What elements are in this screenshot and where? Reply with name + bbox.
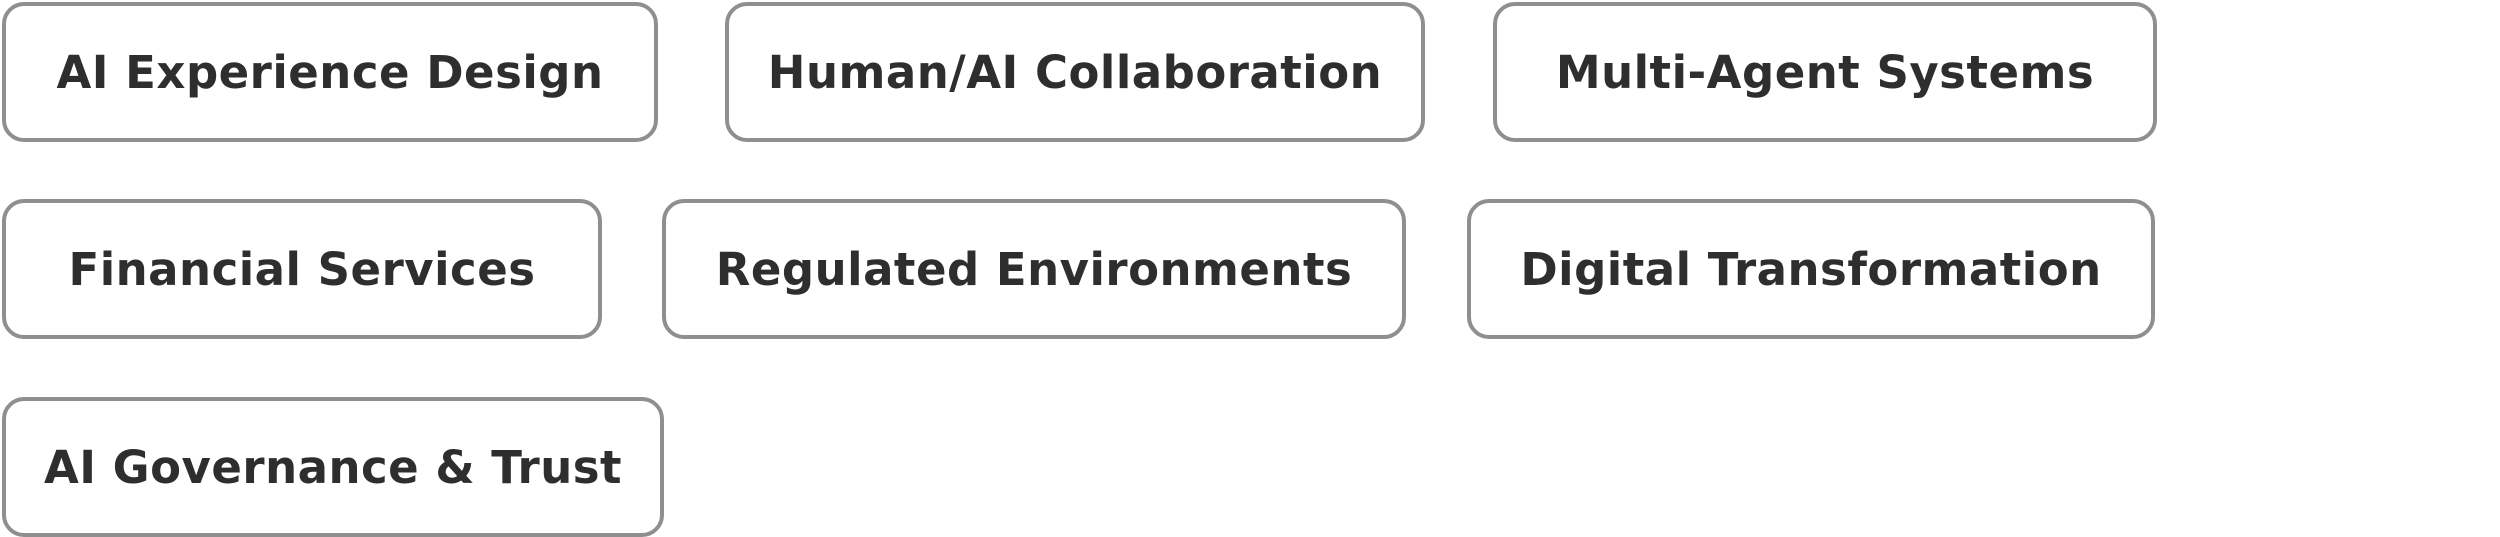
tag-regulated-environments[interactable]: Regulated Environments	[662, 199, 1406, 339]
tag-label: AI Experience Design	[56, 45, 604, 99]
tag-label: Multi-Agent Systems	[1555, 45, 2095, 99]
tag-digital-transformation[interactable]: Digital Transformation	[1467, 199, 2155, 339]
tag-ai-governance-trust[interactable]: AI Governance & Trust	[2, 397, 664, 537]
tag-label: Digital Transformation	[1520, 242, 2102, 296]
tag-multi-agent-systems[interactable]: Multi-Agent Systems	[1493, 2, 2157, 142]
tag-label: Human/AI Collaboration	[767, 45, 1383, 99]
tag-financial-services[interactable]: Financial Services	[2, 199, 602, 339]
tag-label: Regulated Environments	[715, 242, 1353, 296]
tag-label: Financial Services	[68, 242, 536, 296]
tag-human-ai-collaboration[interactable]: Human/AI Collaboration	[725, 2, 1425, 142]
tag-label: AI Governance & Trust	[43, 440, 623, 494]
tag-ai-experience-design[interactable]: AI Experience Design	[2, 2, 658, 142]
